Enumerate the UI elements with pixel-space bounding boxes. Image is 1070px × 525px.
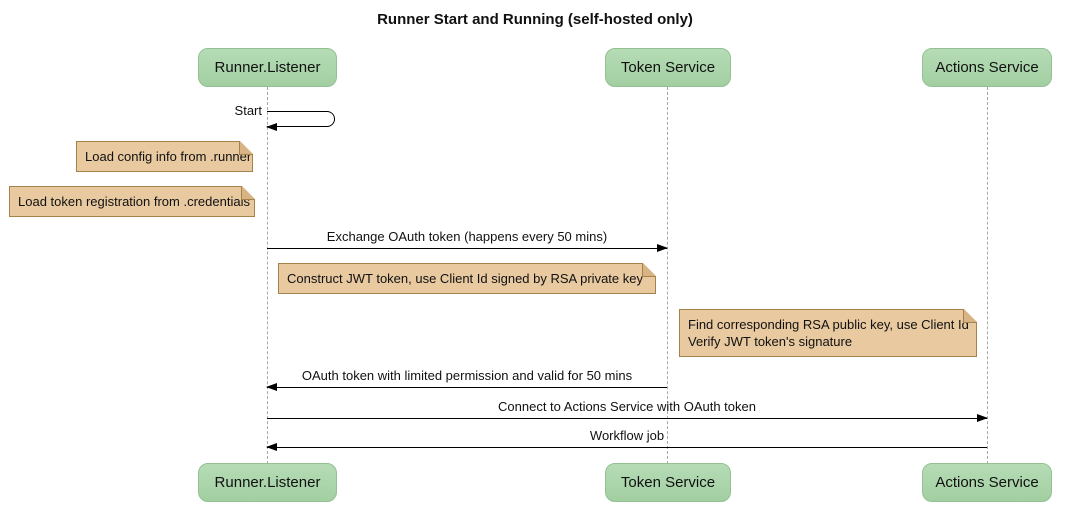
message-arrow bbox=[266, 443, 987, 451]
lifeline-token-service bbox=[667, 87, 668, 464]
participant-label: Runner.Listener bbox=[214, 59, 321, 76]
participant-label: Token Service bbox=[620, 59, 716, 76]
arrowhead-left-icon bbox=[266, 443, 277, 451]
note-verify-jwt: Find corresponding RSA public key, use C… bbox=[679, 309, 977, 357]
note-line: Load config info from .runner bbox=[85, 149, 252, 164]
message-label: Exchange OAuth token (happens every 50 m… bbox=[326, 229, 608, 244]
message-label: Workflow job bbox=[589, 428, 665, 443]
note-load-token-registration: Load token registration from .credential… bbox=[9, 186, 255, 217]
message-start-label: Start bbox=[234, 103, 262, 118]
participant-runner-listener-bottom: Runner.Listener bbox=[198, 463, 337, 502]
participant-label: Runner.Listener bbox=[214, 474, 321, 491]
arrowhead-left-icon bbox=[266, 383, 277, 391]
participant-token-service-top: Token Service bbox=[605, 48, 731, 87]
participant-label: Actions Service bbox=[935, 59, 1039, 76]
message-arrow bbox=[267, 244, 668, 252]
note-line: Find corresponding RSA public key, use C… bbox=[688, 317, 969, 332]
participant-label: Actions Service bbox=[935, 474, 1039, 491]
note-load-config: Load config info from .runner bbox=[76, 141, 253, 172]
lifeline-runner-listener bbox=[267, 87, 268, 464]
note-line: Construct JWT token, use Client Id signe… bbox=[287, 271, 643, 286]
arrowhead-right-icon bbox=[657, 244, 668, 252]
diagram-title: Runner Start and Running (self-hosted on… bbox=[377, 11, 693, 28]
arrowhead-right-icon bbox=[977, 414, 988, 422]
message-label: OAuth token with limited permission and … bbox=[301, 368, 633, 383]
message-label: Connect to Actions Service with OAuth to… bbox=[498, 399, 756, 414]
participant-actions-service-top: Actions Service bbox=[922, 48, 1052, 87]
participant-token-service-bottom: Token Service bbox=[605, 463, 731, 502]
message-start-self-arrow bbox=[266, 111, 335, 131]
arrowhead-left-icon bbox=[266, 123, 277, 131]
lifeline-actions-service bbox=[987, 87, 988, 464]
message-arrow bbox=[267, 414, 988, 422]
message-arrow bbox=[266, 383, 667, 391]
participant-label: Token Service bbox=[620, 474, 716, 491]
note-line: Load token registration from .credential… bbox=[18, 194, 250, 209]
note-line: Verify JWT token's signature bbox=[688, 334, 853, 349]
note-construct-jwt: Construct JWT token, use Client Id signe… bbox=[278, 263, 656, 294]
participant-runner-listener-top: Runner.Listener bbox=[198, 48, 337, 87]
participant-actions-service-bottom: Actions Service bbox=[922, 463, 1052, 502]
